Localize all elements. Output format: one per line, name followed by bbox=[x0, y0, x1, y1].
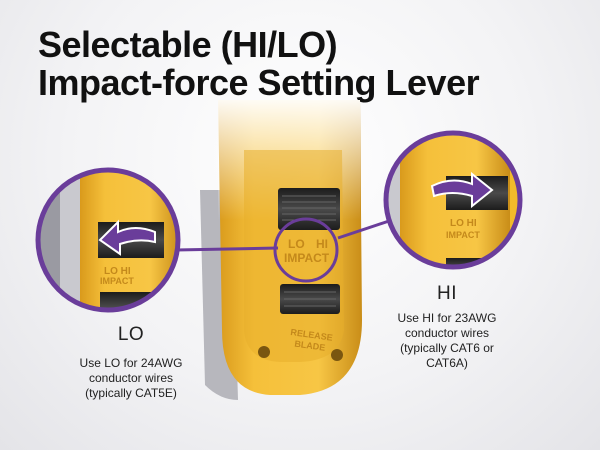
lo-caption-line-2: conductor wires bbox=[88, 371, 174, 385]
lo-caption: LO Use LO for 24AWG conductor wires (typ… bbox=[36, 324, 226, 401]
hi-caption-title: HI bbox=[437, 283, 457, 304]
lo-caption-line-1: Use LO for 24AWG bbox=[79, 356, 183, 370]
lo-caption-title: LO bbox=[117, 324, 145, 345]
zoom-label-text: LO HI bbox=[104, 266, 131, 277]
hi-zoom-circle: LO HI IMPACT bbox=[383, 130, 523, 270]
hi-caption: HI Use HI for 23AWG conductor wires (typ… bbox=[372, 283, 522, 371]
tool-label-lo: LO bbox=[288, 237, 305, 251]
tool-callout-ring bbox=[273, 217, 339, 283]
zoom-label-text: IMPACT bbox=[100, 276, 134, 286]
lo-zoom-circle: LO HI IMPACT bbox=[35, 167, 181, 313]
zoom-label-text: LO HI bbox=[450, 218, 477, 229]
lo-caption-line-3: (typically CAT5E) bbox=[85, 386, 177, 400]
arrow-right-icon bbox=[430, 171, 494, 209]
screw-left bbox=[258, 346, 270, 358]
headline: Selectable (HI/LO) Impact-force Setting … bbox=[38, 24, 480, 103]
tool-label-blade: BLADE bbox=[294, 339, 326, 353]
hi-caption-line-3: (typically CAT6 or bbox=[400, 341, 494, 355]
headline-line-2: Impact-force Setting Lever bbox=[38, 62, 480, 103]
punch-down-tool: LO HI IMPACT RELEASE BLADE bbox=[218, 100, 362, 395]
hi-caption-line-4: CAT6A) bbox=[426, 356, 468, 370]
hi-caption-line-2: conductor wires bbox=[404, 326, 490, 340]
tool-label-impact: IMPACT bbox=[284, 251, 330, 265]
arrow-left-icon bbox=[98, 219, 156, 256]
hi-caption-line-1: Use HI for 23AWG bbox=[397, 311, 497, 325]
zoom-label-text: IMPACT bbox=[446, 230, 480, 240]
headline-line-1: Selectable (HI/LO) bbox=[38, 24, 338, 65]
tool-label-hi: HI bbox=[316, 237, 328, 251]
screw-right bbox=[331, 349, 343, 361]
